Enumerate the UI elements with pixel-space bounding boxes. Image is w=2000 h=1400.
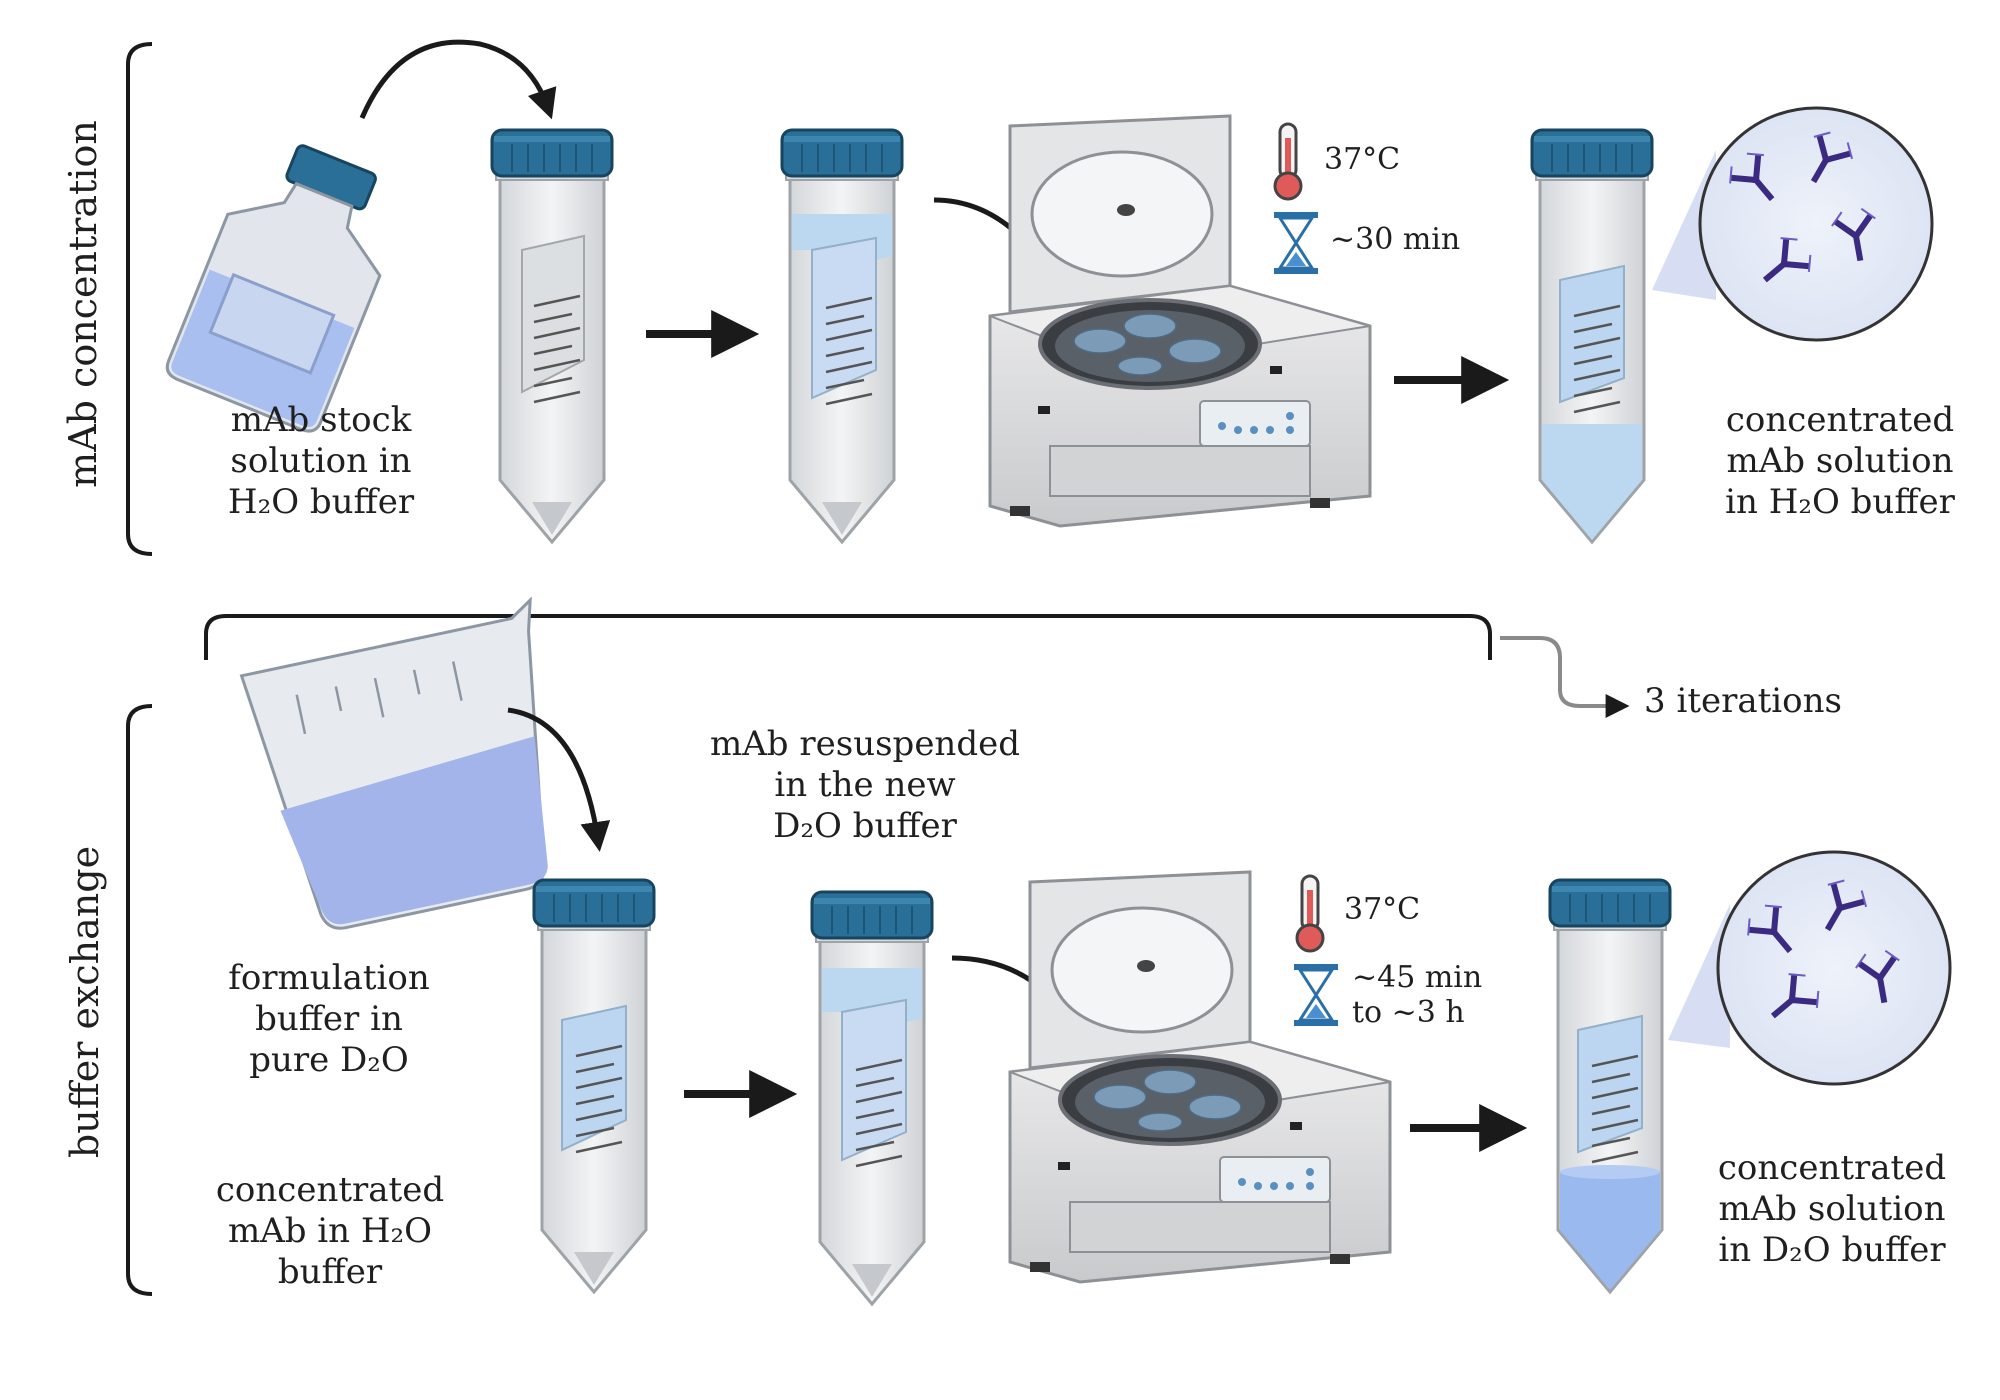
- iterations-label: 3 iterations: [1644, 681, 1842, 721]
- pour-arrow-bottom: [507, 707, 611, 852]
- filled-tube: [780, 128, 904, 544]
- result-tube-top: [1530, 128, 1654, 544]
- antibody-zoom-top: [1698, 106, 1934, 342]
- concentrated-h2o-label: concentrated mAb solution in H₂O buffer: [1725, 400, 1955, 522]
- section-label-exchange: buffer exchange: [63, 845, 107, 1159]
- concentrated-d2o-label: concentrated mAb solution in D₂O buffer: [1717, 1148, 1947, 1270]
- hourglass-icon-top: [1274, 212, 1318, 274]
- concentrated-mab-label: concentrated mAb in H₂O buffer: [215, 1170, 445, 1292]
- iteration-bracket: [204, 614, 1492, 660]
- resuspended-label: mAb resuspended in the new D₂O buffer: [710, 724, 1020, 846]
- duration-top: ~30 min: [1330, 222, 1461, 257]
- thermometer-icon-top: [1273, 122, 1303, 201]
- centrifuge-bottom: [1008, 870, 1392, 1284]
- thermometer-icon-bottom: [1295, 874, 1325, 953]
- pour-arrow-top: [359, 39, 557, 120]
- empty-tube: [490, 128, 614, 544]
- duration-bottom: ~45 min to ~3 h: [1352, 960, 1483, 1030]
- temperature-top: 37°C: [1324, 142, 1401, 177]
- antibody-zoom-bottom: [1716, 850, 1952, 1086]
- section-label-concentration: mAb concentration: [61, 120, 105, 488]
- iteration-arrow: [1500, 636, 1630, 718]
- temperature-bottom: 37°C: [1344, 892, 1421, 927]
- tube-bottom-1: [532, 878, 656, 1294]
- result-tube-bottom: [1548, 878, 1672, 1294]
- stock-solution-label: mAb stock solution in H₂O buffer: [227, 400, 415, 522]
- formulation-buffer-label: formulation buffer in pure D₂O: [228, 958, 430, 1080]
- beaker: [239, 596, 548, 930]
- section-bracket-top: [126, 42, 153, 556]
- hourglass-icon-bottom: [1294, 964, 1338, 1026]
- stock-bottle: [165, 144, 382, 433]
- section-bracket-bottom: [126, 704, 153, 1296]
- tube-bottom-2: [810, 890, 934, 1306]
- centrifuge-top: [988, 114, 1372, 528]
